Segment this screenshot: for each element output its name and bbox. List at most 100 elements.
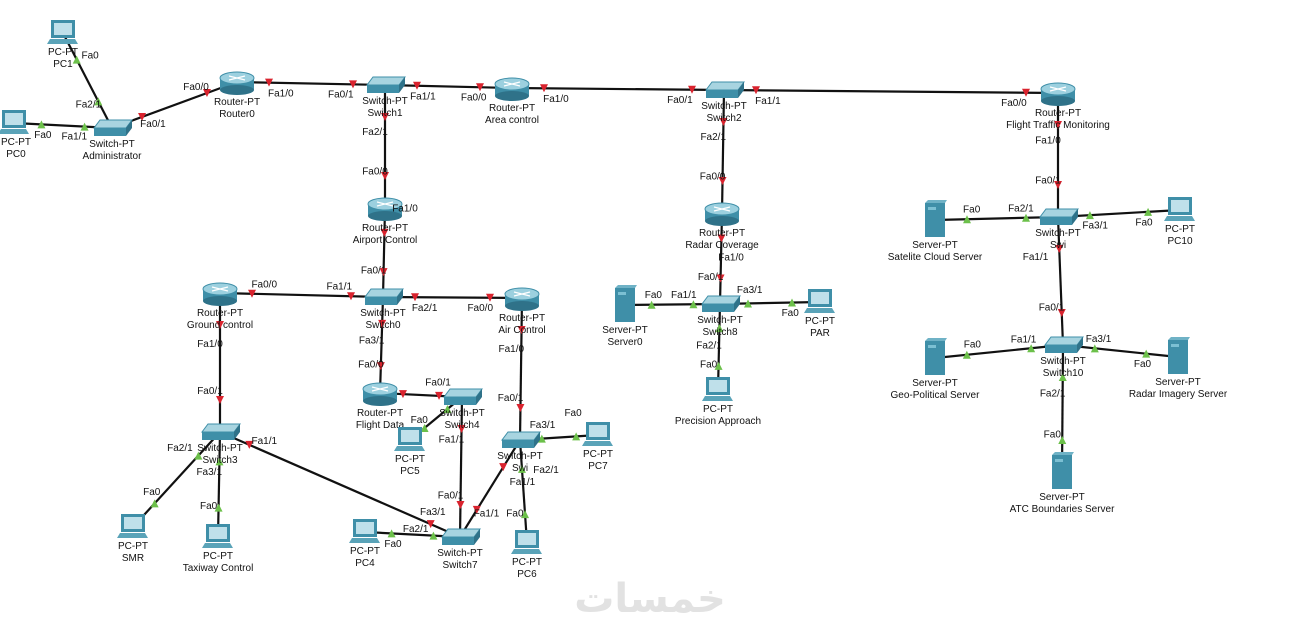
link-switch10-radarimg[interactable] xyxy=(1062,343,1179,359)
switch-icon xyxy=(364,288,404,298)
link-switch9-switch10[interactable] xyxy=(1055,216,1066,346)
port-label: Fa1/1 xyxy=(474,509,500,520)
cable[interactable] xyxy=(723,88,1059,95)
cable[interactable] xyxy=(236,80,386,87)
link-switch10-geo[interactable] xyxy=(934,343,1064,360)
cable[interactable] xyxy=(382,295,523,300)
cable[interactable] xyxy=(1062,343,1179,359)
device-model-label: Server-PT xyxy=(912,378,958,389)
link-ground-switch3[interactable] xyxy=(216,293,224,432)
link-switch10-atc[interactable] xyxy=(1058,344,1067,473)
link-switch3-smr[interactable] xyxy=(132,431,221,528)
cable[interactable] xyxy=(62,32,113,129)
link-radarcov-switch8[interactable] xyxy=(716,212,726,305)
link-airport-switch0[interactable] xyxy=(379,207,389,298)
cable[interactable] xyxy=(511,86,725,92)
link-area-switch2[interactable] xyxy=(511,84,725,94)
cable[interactable] xyxy=(934,215,1059,222)
cable[interactable] xyxy=(381,207,387,298)
cable[interactable] xyxy=(934,343,1064,360)
device-model-label: Router-PT xyxy=(499,313,545,324)
link-pc1-admin[interactable] xyxy=(62,32,113,129)
port-label: Fa0/0 xyxy=(183,82,209,93)
link-switch8-precision[interactable] xyxy=(714,303,724,391)
cable[interactable] xyxy=(216,431,222,538)
link-switch4-switch7[interactable] xyxy=(456,396,466,538)
cable[interactable] xyxy=(458,396,464,538)
cable[interactable] xyxy=(132,431,221,528)
port-label: Fa0 xyxy=(700,359,718,370)
link-admin-router0[interactable] xyxy=(111,80,238,130)
cable[interactable] xyxy=(1057,208,1181,219)
link-switch2-radarcov[interactable] xyxy=(718,89,728,214)
link-switch9-satelite[interactable] xyxy=(934,213,1059,224)
link-switch7-switch5[interactable] xyxy=(459,439,521,538)
link-switch5-pc6[interactable] xyxy=(517,439,530,544)
link-flighttraffic-switch9[interactable] xyxy=(1054,93,1062,217)
cable[interactable] xyxy=(1056,216,1065,346)
cable[interactable] xyxy=(111,80,238,130)
server-icon xyxy=(925,203,945,237)
link-switch9-pc10[interactable] xyxy=(1057,207,1181,220)
cable[interactable] xyxy=(378,296,385,394)
link-router0-switch1[interactable] xyxy=(236,78,386,89)
cable[interactable] xyxy=(384,83,513,90)
link-switch1-area[interactable] xyxy=(384,81,513,92)
cable[interactable] xyxy=(219,430,461,539)
link-status-up-icon xyxy=(420,423,429,432)
link-switch0-flightdata[interactable] xyxy=(376,296,387,394)
link-status-down-icon xyxy=(247,289,256,298)
cable[interactable] xyxy=(1060,344,1065,473)
cable[interactable] xyxy=(219,291,384,299)
cable[interactable] xyxy=(518,439,529,544)
link-switch1-airport[interactable] xyxy=(381,85,389,208)
link-switch2-flighttraffic[interactable] xyxy=(723,86,1059,97)
link-switch0-aircontrol[interactable] xyxy=(382,293,523,302)
link-switch3-taxiway[interactable] xyxy=(214,431,224,538)
cable[interactable] xyxy=(718,212,724,305)
link-aircontrol-switch5[interactable] xyxy=(516,297,526,441)
cable[interactable] xyxy=(716,303,722,391)
cable[interactable] xyxy=(518,297,524,441)
cable[interactable] xyxy=(720,89,726,214)
link-switch3-switch7[interactable] xyxy=(219,430,461,539)
link-switch0-ground[interactable] xyxy=(219,289,384,301)
cable[interactable] xyxy=(459,439,521,538)
